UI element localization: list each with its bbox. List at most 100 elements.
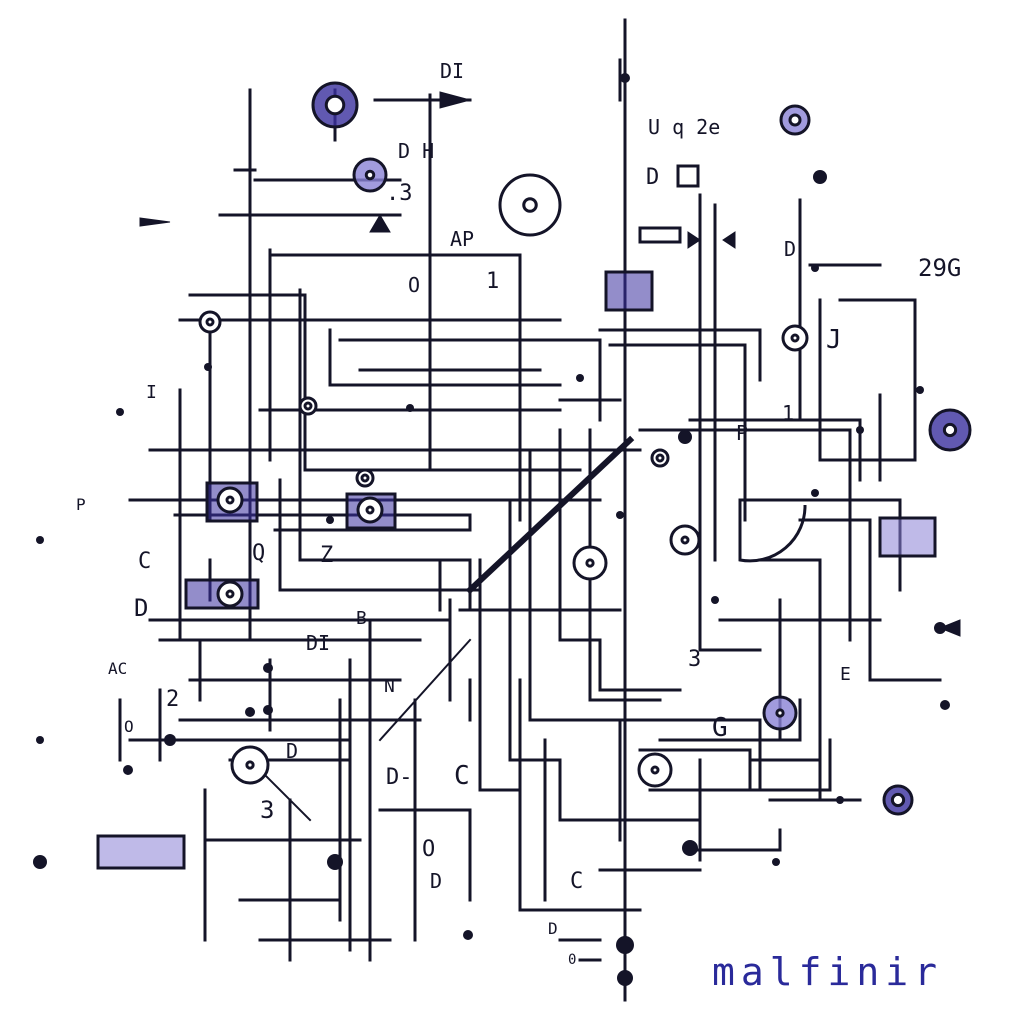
label-p-a: P <box>736 421 748 445</box>
label-d1-top: DI <box>440 59 464 83</box>
label-d-small: D <box>548 919 558 938</box>
wire-segment <box>608 343 747 522</box>
label-c-left: C <box>138 549 151 574</box>
component-blocks <box>96 164 937 870</box>
label-n: N <box>384 676 395 697</box>
wire-segment <box>558 718 762 792</box>
junction-dot <box>617 970 633 986</box>
junction-dot <box>811 264 819 272</box>
arrow-marker <box>139 217 171 227</box>
ring-node-core <box>788 113 802 127</box>
component-block <box>638 226 682 244</box>
junction-dot <box>33 855 47 869</box>
label-zero-bottom: 0 <box>568 952 576 968</box>
wire-segment <box>478 558 522 912</box>
diagonal-lead <box>378 638 472 742</box>
junction-dot <box>616 936 634 954</box>
label-b: B <box>356 608 367 629</box>
ring-node-core <box>650 765 660 775</box>
wire-segment <box>648 738 832 792</box>
wire-segment <box>188 293 582 472</box>
wire-segment <box>598 328 762 382</box>
wire-segment <box>278 478 482 592</box>
arrow-marker <box>369 214 391 233</box>
semicircle-element <box>738 500 807 563</box>
junction-dot <box>36 736 44 744</box>
component-block <box>676 164 700 188</box>
label-di-mid: DI <box>306 631 330 655</box>
junction-dot <box>916 386 924 394</box>
diagram-labels: DI U q 2e D H D .3 AP D 29G O 1 J I 1 P … <box>76 59 961 968</box>
connection-nodes <box>33 73 972 986</box>
junction-dot <box>940 700 950 710</box>
junction-dot <box>682 840 698 856</box>
junction-dot <box>116 408 124 416</box>
label-ac: AC <box>108 659 127 678</box>
ring-node-core <box>303 401 313 411</box>
label-c-bottom: C <box>570 869 583 894</box>
label-c-mid: C <box>454 761 470 791</box>
junction-dot <box>772 858 780 866</box>
ring-node-core <box>245 760 255 770</box>
label-one: 1 <box>486 269 499 294</box>
label-q-left: Q <box>252 541 265 566</box>
ring-node-core <box>790 333 800 343</box>
ring-node-core <box>775 708 785 718</box>
label-d-low: D <box>286 739 298 763</box>
arrow-marker <box>938 619 961 637</box>
junction-dot <box>576 374 584 382</box>
label-d-box: D <box>646 165 659 190</box>
wire-segment <box>338 338 602 422</box>
junction-dot <box>164 734 176 746</box>
label-d-right: D <box>784 237 796 261</box>
wire-segment <box>688 418 862 482</box>
label-o-a: O <box>408 273 420 297</box>
junction-dot <box>263 663 273 673</box>
ring-node-core <box>324 94 346 116</box>
ring-node-core <box>360 473 370 483</box>
wire-segment <box>558 428 682 692</box>
junction-dot <box>36 536 44 544</box>
diagonal-bus <box>465 435 635 595</box>
junction-dot <box>711 596 719 604</box>
label-e-right: E <box>840 664 851 685</box>
ring-node-core <box>225 589 235 599</box>
component-block <box>878 516 937 558</box>
wire-segment <box>378 808 472 902</box>
wire-segment <box>268 253 522 522</box>
label-j: J <box>826 325 842 355</box>
arrow-marker <box>687 231 701 249</box>
junction-dot <box>813 170 827 184</box>
wire-segment <box>738 498 902 592</box>
label-p-left: P <box>76 495 86 514</box>
junction-dot <box>326 516 334 524</box>
junction-dot <box>620 73 630 83</box>
wire-segment <box>798 518 942 682</box>
wire-segment <box>818 298 917 462</box>
junction-dot <box>616 511 624 519</box>
label-three-b: 3 <box>260 796 274 824</box>
ring-node-core <box>364 169 376 181</box>
label-o-left: O <box>124 717 134 736</box>
label-i: I <box>146 382 157 403</box>
wire-segment <box>758 558 822 692</box>
wire-segment <box>688 828 782 852</box>
label-d-dash: D- <box>386 765 413 790</box>
label-one-a: 1 <box>782 401 794 425</box>
signature-text: malfinir <box>712 950 944 994</box>
junction-dot <box>406 404 414 412</box>
ring-node-core <box>225 495 235 505</box>
wire-segment <box>508 498 702 822</box>
junction-dot <box>836 796 844 804</box>
junction-dot <box>463 930 473 940</box>
junction-dot <box>856 426 864 434</box>
wire-segment <box>638 748 752 792</box>
wire-segment <box>173 513 472 532</box>
label-29g: 29G <box>918 254 961 282</box>
label-two: 2 <box>166 687 179 712</box>
label-o-bottom: O <box>422 837 435 862</box>
label-d-bottom: D <box>430 869 442 893</box>
arrow-marker <box>439 91 472 109</box>
label-g: G <box>712 713 728 743</box>
